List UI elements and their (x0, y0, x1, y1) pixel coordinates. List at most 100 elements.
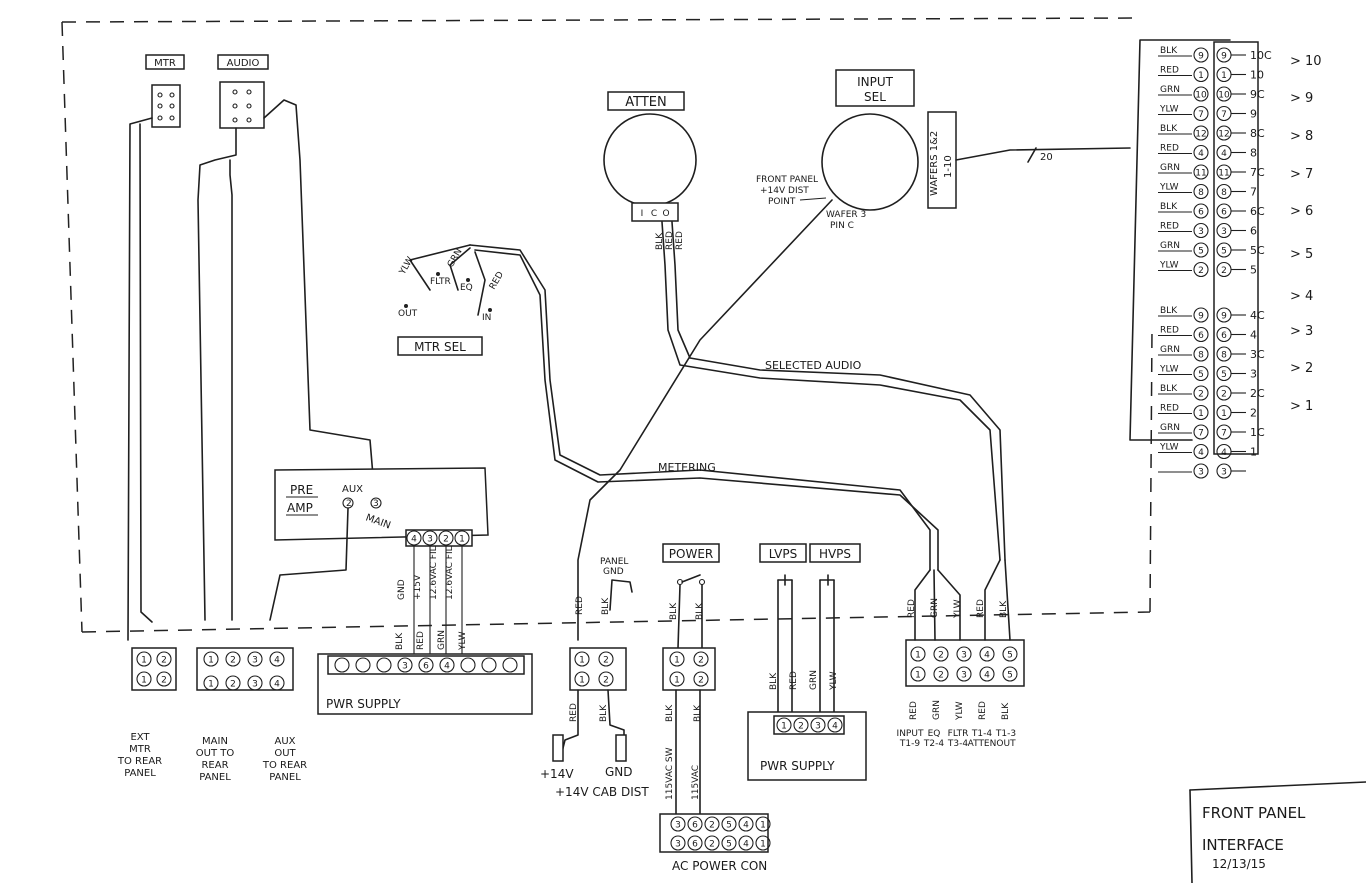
right5-bot-pin (933, 666, 949, 682)
right5-dest-label: T3-4 (947, 739, 968, 749)
right5-top-pin-label: 3 (961, 651, 967, 661)
harness-pin-a-label: 9 (1198, 52, 1204, 62)
harness-pin-a (1193, 463, 1209, 479)
aux-out-label: TO REAR (262, 760, 307, 771)
harness-color: RED (1160, 222, 1179, 232)
harness-group-label: > 6 (1290, 204, 1313, 219)
preamp-term-pin-label: 4 (411, 535, 417, 545)
harness-pin-b-label: 7 (1221, 429, 1227, 439)
right5-top-pin (1002, 646, 1018, 662)
main-out-label: OUT TO (196, 748, 235, 759)
main-aux-bot-pin-label: 4 (274, 680, 280, 690)
harness-out-label: 10C (1250, 49, 1272, 62)
ac-top-pin (721, 816, 737, 832)
harness-color: BLK (1160, 124, 1178, 134)
wafers-box (927, 111, 957, 209)
harness-color: YLW (1159, 261, 1179, 271)
harness-pin-a (1193, 385, 1209, 401)
harness-pin-a (1193, 222, 1209, 239)
harness-pin-b-label: 2 (1221, 390, 1227, 400)
harness-pin-b-label: 1 (1221, 71, 1227, 81)
harness-pin-b-label: 1 (1221, 409, 1227, 419)
main-out-label: REAR (201, 760, 228, 771)
main-aux-bot-pin-label: 1 (208, 680, 214, 690)
right5-top-pin (933, 646, 949, 662)
harness-pin-a-label: 12 (1195, 130, 1206, 140)
pwr1-pin (481, 657, 497, 673)
audio-label: AUDIO (227, 58, 260, 69)
ac-wire-label: 115VAC (691, 765, 701, 800)
pwr1-pin (418, 657, 434, 673)
right5-terminal (905, 639, 1025, 687)
power-bot-pin-label: 1 (674, 676, 680, 686)
main-aux-terminal (196, 647, 294, 691)
harness-out-label: 9 (1250, 108, 1257, 121)
main-aux-bot-pin-label: 2 (230, 680, 236, 690)
aux-out-label: OUT (274, 748, 296, 759)
power-terminal (662, 647, 716, 691)
ps2-pin-label: 1 (781, 722, 787, 732)
right5-top-pin (979, 646, 995, 662)
harness-color: GRN (1160, 345, 1180, 355)
aux-out-label: AUX (274, 736, 295, 747)
atten-wire-label: RED (675, 231, 685, 250)
harness-pin-a (1193, 183, 1209, 200)
harness-pin-b-label: 8 (1221, 188, 1227, 198)
mtr-sel-pos-label: OUT (398, 309, 418, 319)
main-aux-bot-pin (269, 675, 285, 691)
harness-pin-a (1193, 242, 1209, 258)
cab14-bot-pin-label: 1 (579, 676, 585, 686)
harness-out-label: 4 (1250, 329, 1257, 342)
hvps-box (809, 543, 861, 563)
harness-out-label: 6C (1250, 205, 1265, 218)
main-aux-top-pin (225, 651, 241, 667)
right5-bot-pin-label: 2 (938, 671, 944, 681)
mtr-label-box (145, 54, 185, 70)
harness-group-label: > 4 (1290, 289, 1313, 304)
aux-out-wire (269, 507, 349, 621)
pwr1-pin (460, 657, 476, 673)
mtr-jack (151, 84, 181, 128)
harness-pin-a-label: 11 (1195, 169, 1206, 179)
v14-label: +14V (540, 767, 574, 781)
atten-pin-label: C (651, 209, 657, 219)
harness-pin-a-label: 8 (1198, 351, 1204, 361)
ps2-pin (827, 717, 843, 733)
atten-cable-2 (671, 221, 1006, 561)
harness-pin-a-label: 3 (1198, 227, 1204, 237)
harness-pin-a-label: 2 (1198, 390, 1204, 400)
ac-con-label: AC POWER CON (672, 859, 767, 873)
ps2-pin-label: 4 (832, 722, 838, 732)
mtr-sel-box (397, 336, 483, 356)
harness-out-label: 2 (1250, 407, 1257, 420)
harness-color: BLK (1160, 202, 1178, 212)
main-aux-top-pin-label: 1 (208, 656, 214, 666)
cab14-terminal (569, 647, 627, 691)
cab14-top-pin (574, 651, 590, 667)
preamp-term-pin-label: 3 (427, 535, 433, 545)
harness-out-label: 10 (1250, 69, 1264, 82)
aux-out-label: PANEL (269, 772, 301, 783)
cab14-bot-pin (598, 671, 614, 687)
mtr-sel-contact (404, 304, 408, 308)
pwr-supply-2-strip (773, 715, 845, 735)
right5-bot-wire-label: RED (909, 701, 919, 720)
mtr-sel-wire-label: RED (488, 270, 506, 291)
cab14-top-wire-label: BLK (601, 597, 611, 615)
panel-gnd-wire (609, 579, 633, 611)
harness-pin-a-label: 8 (1198, 188, 1204, 198)
harness-out-label: 3C (1250, 348, 1265, 361)
fp-dist-2: +14V DIST (760, 186, 809, 196)
ext-mtr-label: TO REAR (117, 756, 162, 767)
harness-pin-a (1193, 365, 1209, 382)
harness-pin-b-label: 8 (1221, 351, 1227, 361)
bus-count: 20 (1040, 152, 1053, 163)
ac-top-pin (738, 816, 754, 832)
main-aux-bot-pin-label: 3 (252, 680, 258, 690)
power-bot-wire-label: BLK (693, 704, 703, 722)
right5-top-pin-label: 2 (938, 651, 944, 661)
harness-group-label: > 10 (1290, 54, 1322, 69)
right5-bot-pin-label: 3 (961, 671, 967, 681)
power-top-pin (693, 651, 709, 667)
power-label: POWER (669, 547, 713, 561)
